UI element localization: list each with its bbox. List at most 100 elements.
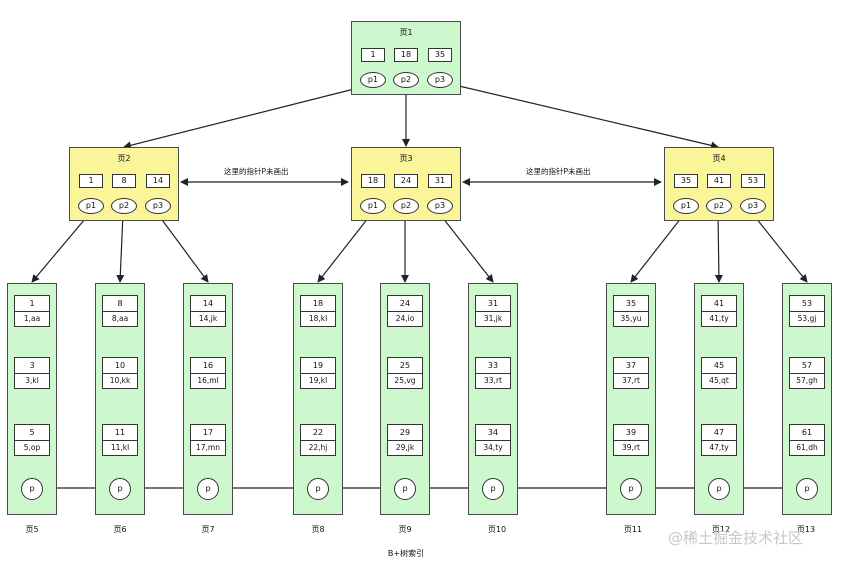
leaf-page-label: 页7 xyxy=(201,525,215,534)
record-key: 35 xyxy=(614,296,648,312)
root-pointer: p1 xyxy=(360,72,386,88)
leaf-pointer: p xyxy=(708,478,730,500)
record-key: 11 xyxy=(103,425,137,441)
record-value: 24,io xyxy=(395,314,415,323)
record-value: 1,aa xyxy=(23,314,41,323)
leaf-pointer: p xyxy=(307,478,329,500)
internal-to-leaf-arrow xyxy=(156,212,209,283)
record-value: 41,ty xyxy=(709,314,729,323)
record-key: 18 xyxy=(301,296,335,312)
root-key: 1 xyxy=(361,48,385,62)
internal-page-title: 页3 xyxy=(399,154,413,163)
leaf-pointer: p xyxy=(620,478,642,500)
record-value: 5,op xyxy=(23,443,41,452)
leaf-pointer: p xyxy=(394,478,416,500)
internal-pointer: p2 xyxy=(706,198,732,214)
leaf-record: 57 57,gh xyxy=(789,357,825,389)
record-value: 22,hj xyxy=(308,443,328,452)
diagram-caption: B+树索引 xyxy=(387,549,425,558)
internal-to-leaf-arrow xyxy=(714,212,723,283)
internal-key: 18 xyxy=(361,174,385,188)
internal-page: 页3 18 24 31 p1 p2 p3 xyxy=(351,147,461,221)
root-to-internal-arrow xyxy=(123,86,363,150)
record-value: 57,gh xyxy=(796,376,818,385)
internal-to-leaf-arrow xyxy=(630,212,686,283)
internal-key: 31 xyxy=(428,174,452,188)
leaf-record: 5 5,op xyxy=(14,424,50,456)
leaf-record: 22 22,hj xyxy=(300,424,336,456)
leaf-record: 61 61,dh xyxy=(789,424,825,456)
leaf-pointer: p xyxy=(109,478,131,500)
internal-key: 53 xyxy=(741,174,765,188)
internal-to-leaf-arrow xyxy=(31,212,91,283)
record-value: 47,ty xyxy=(709,443,729,452)
root-to-internal-arrow xyxy=(441,81,719,150)
leaf-record: 35 35,yu xyxy=(613,295,649,327)
leaf-page-label: 页10 xyxy=(487,525,507,534)
record-value: 61,dh xyxy=(796,443,818,452)
record-key: 3 xyxy=(15,358,49,374)
record-key: 34 xyxy=(476,425,510,441)
internal-key: 24 xyxy=(394,174,418,188)
internal-key: 41 xyxy=(707,174,731,188)
record-key: 57 xyxy=(790,358,824,374)
record-key: 47 xyxy=(702,425,736,441)
root-page: 页1 1 18 35 p1 p2 p3 xyxy=(351,21,461,95)
record-value: 10,kk xyxy=(109,376,131,385)
record-key: 33 xyxy=(476,358,510,374)
leaf-record: 11 11,kl xyxy=(102,424,138,456)
internal-to-leaf-arrow xyxy=(438,212,494,283)
internal-page-title: 页4 xyxy=(712,154,726,163)
leaf-record: 47 47,ty xyxy=(701,424,737,456)
internal-pointer: p1 xyxy=(78,198,104,214)
leaf-page-label: 页13 xyxy=(796,525,816,534)
internal-key: 14 xyxy=(146,174,170,188)
record-value: 14,jk xyxy=(198,314,218,323)
record-key: 22 xyxy=(301,425,335,441)
record-key: 25 xyxy=(388,358,422,374)
record-key: 39 xyxy=(614,425,648,441)
record-key: 10 xyxy=(103,358,137,374)
internal-to-leaf-arrow xyxy=(116,212,125,283)
internal-to-leaf-arrow xyxy=(317,212,373,283)
unshown-pointer-note: 这里的指针P未画出 xyxy=(526,167,591,176)
record-key: 5 xyxy=(15,425,49,441)
internal-pointer: p1 xyxy=(360,198,386,214)
leaf-record: 34 34,ty xyxy=(475,424,511,456)
record-value: 29,jk xyxy=(395,443,415,452)
leaf-page-label: 页8 xyxy=(311,525,325,534)
record-key: 61 xyxy=(790,425,824,441)
leaf-page-label: 页5 xyxy=(25,525,39,534)
internal-pointer: p2 xyxy=(111,198,137,214)
record-key: 37 xyxy=(614,358,648,374)
internal-page-title: 页2 xyxy=(117,154,131,163)
record-key: 19 xyxy=(301,358,335,374)
record-value: 34,ty xyxy=(483,443,503,452)
internal-pointer: p3 xyxy=(740,198,766,214)
record-value: 33,rt xyxy=(484,376,502,385)
record-value: 35,yu xyxy=(620,314,642,323)
record-key: 45 xyxy=(702,358,736,374)
record-value: 11,kl xyxy=(110,443,130,452)
root-page-title: 页1 xyxy=(399,28,413,37)
leaf-page-label: 页12 xyxy=(711,525,731,534)
record-key: 31 xyxy=(476,296,510,312)
leaf-page-label: 页9 xyxy=(398,525,412,534)
internal-to-leaf-arrow xyxy=(751,212,808,283)
